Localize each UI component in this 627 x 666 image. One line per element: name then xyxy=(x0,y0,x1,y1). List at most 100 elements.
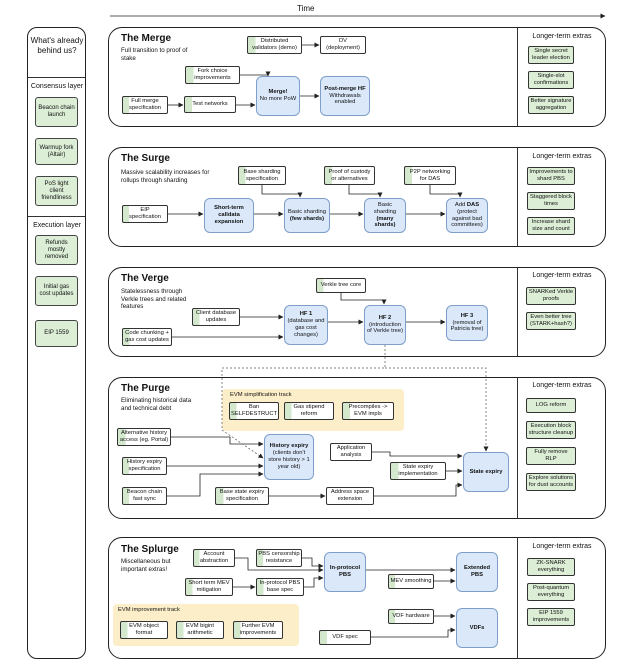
divider xyxy=(517,27,518,127)
merge-milestone-label: Merge! xyxy=(268,89,288,96)
surge-title: The Surge xyxy=(121,153,170,164)
evm-object-format-box: EVM object format xyxy=(120,621,168,639)
execution-layer-title: Execution layer xyxy=(33,222,81,229)
evm-bigint-box: EVM bigint arithmetic xyxy=(176,621,224,639)
purge-extra-dust: Explore solutions for dust accounts xyxy=(526,473,576,491)
hf3-box: HF 3 (removal of Patricia tree) xyxy=(446,305,488,341)
evm-simplification-title: EVM simplification track xyxy=(230,392,292,398)
purge-description: Eliminating historical data and technica… xyxy=(121,397,192,412)
splurge-title: The Splurge xyxy=(121,544,179,555)
basic-sharding-many-sub: (many shards) xyxy=(374,215,396,229)
divider xyxy=(517,377,518,519)
basic-sharding-few-label: Basic sharding xyxy=(287,208,327,215)
divider xyxy=(28,77,85,78)
precompiles-box: Precompiles -> EVM impls xyxy=(342,402,394,420)
hf1-label: HF 1 xyxy=(299,311,313,318)
distributed-validators-box: Distributed validators (demo) xyxy=(247,36,302,54)
splurge-extras-title: Longer-term extras xyxy=(532,543,592,550)
in-protocol-pbs-box: In-protocol PBS xyxy=(324,552,366,592)
execution-item-refunds: Refunds mostly removed xyxy=(35,235,78,265)
surge-extras-title: Longer-term extras xyxy=(532,153,592,160)
ban-selfdestruct-box: Ban SELFDESTRUCT xyxy=(229,402,279,420)
address-space-box: Address space extension xyxy=(326,487,374,505)
fork-choice-box: Fork choice improvements xyxy=(185,66,240,84)
mev-smoothing-box: MEV smoothing xyxy=(388,574,434,589)
purge-extras-title: Longer-term extras xyxy=(532,382,592,389)
add-das-bold: DAS xyxy=(466,201,480,208)
hf2-sub: (introduction of Verkle tree) xyxy=(366,321,404,335)
hf3-sub: (removal of Patricia tree) xyxy=(450,319,484,333)
merge-extra-ssle: Single secret leader election xyxy=(528,46,574,64)
add-das-box: Add DAS (protect against bad committees) xyxy=(446,198,488,233)
purge-extra-rlp: Fully remove RLP xyxy=(526,447,576,465)
verge-extra-snarked: SNARKed Verkle proofs xyxy=(526,287,576,305)
execution-item-eip1559: EIP 1559 xyxy=(35,320,78,347)
purge-title: The Purge xyxy=(121,383,170,394)
post-merge-box: Post-merge HF Withdrawals enabled xyxy=(320,76,370,116)
further-evm-box: Further EVM improvements xyxy=(233,621,283,639)
account-abstraction-box: Account abstraction xyxy=(193,549,235,567)
in-protocol-pbs-base-box: In-protocol PBS base spec xyxy=(256,578,304,596)
state-expiry-impl-box: State expiry implementation xyxy=(390,462,446,480)
beacon-fast-sync-box: Beacon chain fast sync xyxy=(122,487,167,505)
basic-sharding-many-label: Basic sharding xyxy=(373,201,397,215)
divider xyxy=(28,216,85,217)
client-db-box: Client database updates xyxy=(192,308,240,326)
history-expiry-sub: (clients don't store history > 1 year ol… xyxy=(268,450,310,470)
basic-sharding-few-sub: (few shards) xyxy=(289,215,325,222)
gas-stipend-box: Gas stipend reform xyxy=(284,402,334,420)
verge-description: Statelessness through Verkle trees and r… xyxy=(121,288,187,310)
p2p-das-box: P2P networking for DAS xyxy=(404,166,456,185)
application-analysis-box: Application analysis xyxy=(330,443,372,461)
sidebar-title: What's already behind us? xyxy=(30,36,84,55)
purge-extra-log: LOG reform xyxy=(526,398,576,413)
time-label: Time xyxy=(297,4,315,13)
consensus-item-beacon: Beacon chain launch xyxy=(35,97,78,127)
divider xyxy=(517,267,518,357)
post-merge-sub: Withdrawals enabled xyxy=(329,92,361,106)
evm-improvement-title: EVM improvement track xyxy=(118,607,180,613)
splurge-description: Miscellaneous but important extras! xyxy=(121,558,171,573)
divider xyxy=(517,147,518,247)
consensus-item-light-client: PoS light client friendliness xyxy=(35,176,78,206)
surge-extra-shard-pbs: Improvements to shard PBS xyxy=(527,167,575,185)
hf1-sub: (database and gas cost changes) xyxy=(287,318,325,338)
splurge-extra-zk: ZK-SNARK everything xyxy=(527,558,575,576)
splurge-extra-eip1559: EIP 1559 improvements xyxy=(527,608,575,626)
history-sidebar: What's already behind us? Consensus laye… xyxy=(27,27,86,659)
pbs-censorship-box: PBS censorship resistance xyxy=(256,549,302,567)
hf3-label: HF 3 xyxy=(460,312,474,319)
consensus-item-altair: Warmup fork (Altair) xyxy=(35,138,78,165)
add-das-sub: (protect against bad committees) xyxy=(451,208,483,229)
vdf-spec-box: VDF spec xyxy=(319,630,371,645)
verge-extras-title: Longer-term extras xyxy=(532,272,592,279)
hf2-box: HF 2 (introduction of Verkle tree) xyxy=(364,305,406,345)
dv-deployment-box: DV (deployment) xyxy=(320,36,366,54)
merge-title: The Merge xyxy=(121,33,172,44)
proof-custody-box: Proof of custody or alternatives xyxy=(324,166,375,185)
base-sharding-spec-box: Base sharding specification xyxy=(238,166,286,185)
history-expiry-spec-box: History expiry specification xyxy=(122,457,167,475)
consensus-layer-title: Consensus layer xyxy=(30,83,84,90)
execution-item-gas-cost: Initial gas cost updates xyxy=(35,276,78,306)
basic-sharding-many-box: Basic sharding (many shards) xyxy=(364,198,406,233)
short-term-calldata-box: Short-term calldata expansion xyxy=(204,198,254,233)
merge-milestone-sub: No more PoW xyxy=(259,96,297,102)
code-chunking-box: Code chunking + gas cost updates xyxy=(122,328,172,346)
verge-title: The Verge xyxy=(121,273,169,284)
verkle-core-box: Verkle tree core xyxy=(316,278,366,293)
merge-description: Full transition to proof of stake xyxy=(121,47,188,62)
eip-spec-box: EIP specification xyxy=(122,205,168,223)
merge-extra-ssc: Single-slot confirmations xyxy=(528,71,574,89)
add-das-label: Add xyxy=(454,201,466,208)
extended-pbs-box: Extended PBS xyxy=(456,552,498,592)
splurge-extra-pq: Post-quantum everything xyxy=(527,583,575,601)
state-expiry-box: State expiry xyxy=(463,452,509,492)
purge-extra-exec-block: Execution block structure cleanup xyxy=(526,421,576,439)
base-state-expiry-box: Base state expiry specification xyxy=(215,487,269,505)
verge-extra-better-tree: Even better tree (STARK+hash?) xyxy=(526,312,576,330)
hf1-box: HF 1 (database and gas cost changes) xyxy=(284,305,328,345)
short-term-mev-box: Short term MEV mitigation xyxy=(185,578,233,596)
merge-milestone-box: Merge! No more PoW xyxy=(256,76,300,116)
divider xyxy=(517,537,518,659)
